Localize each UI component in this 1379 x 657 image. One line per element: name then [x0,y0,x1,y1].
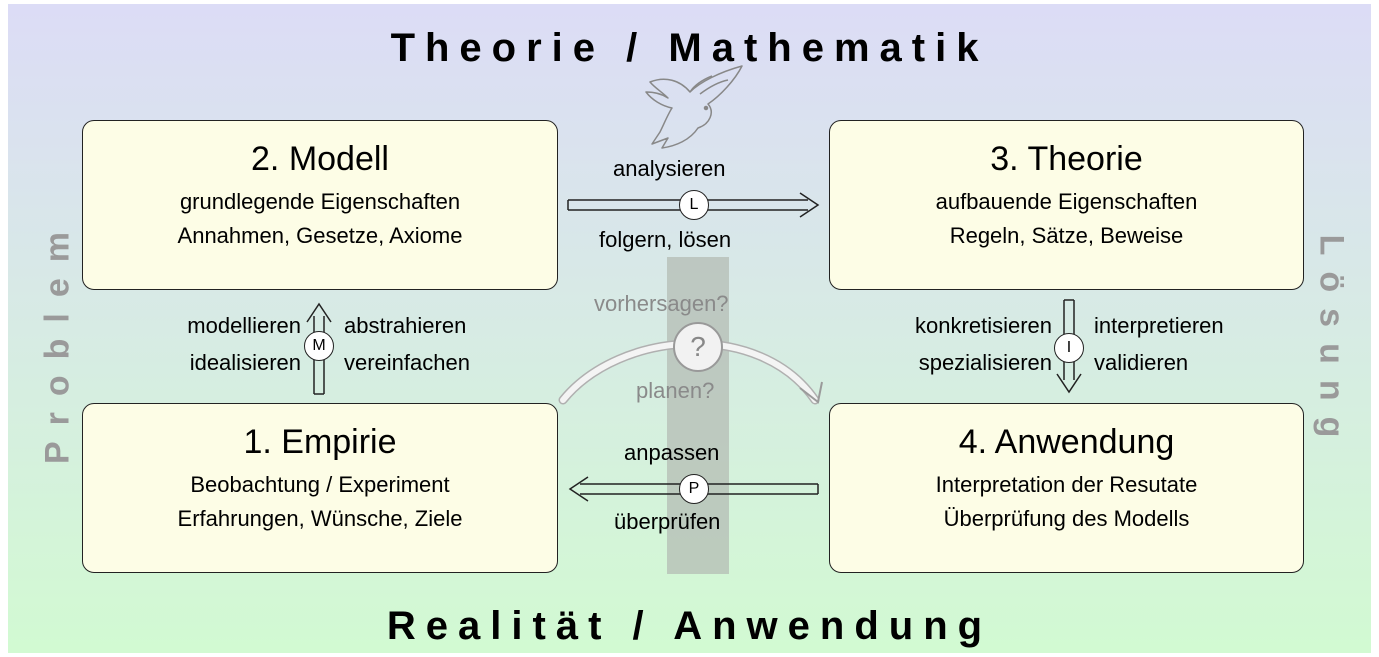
box-theorie-line1: aufbauende Eigenschaften [935,189,1198,214]
solution-label: Lösung [1312,234,1351,454]
box-anwendung: 4. Anwendung Interpretation der Resutate… [829,403,1304,573]
label-folgern: folgern, lösen [599,227,732,252]
box-theorie: 3. Theorie aufbauende Eigenschaften Rege… [829,120,1304,290]
box-modell-title: 2. Modell [251,140,389,178]
circle-p: P [679,474,709,504]
box-anwendung-title: 4. Anwendung [958,423,1175,461]
problem-label: Problem [38,215,77,465]
box-modell: 2. Modell grundlegende Eigenschaften Ann… [82,120,558,290]
box-empirie-line1: Beobachtung / Experiment [190,472,450,497]
theory-title: Theorie / Mathematik [390,26,989,70]
label-abstrahieren: abstrahieren [344,313,467,338]
circle-m: M [304,331,334,361]
vertical-band [667,257,729,574]
question-circle: ? [673,322,723,372]
label-ueberpruefen: überprüfen [614,509,721,534]
label-validieren: validieren [1094,350,1189,375]
dove-icon [645,65,743,149]
circle-i: I [1054,333,1084,363]
reality-title: Realität / Anwendung [386,604,993,648]
label-idealisieren: idealisieren [189,350,301,375]
box-anwendung-line2: Überprüfung des Modells [943,506,1190,531]
label-interpretieren: interpretieren [1094,313,1224,338]
box-empirie-title: 1. Empirie [243,423,397,461]
prediction-arrowhead [799,381,823,404]
label-analysieren: analysieren [613,156,726,181]
box-empirie: 1. Empirie Beobachtung / Experiment Erfa… [82,403,558,573]
box-modell-line2: Annahmen, Gesetze, Axiome [177,223,463,248]
label-modellieren: modellieren [187,313,301,338]
circle-l: L [679,190,709,220]
label-vereinfachen: vereinfachen [344,350,470,375]
box-modell-line1: grundlegende Eigenschaften [179,189,461,214]
box-anwendung-line1: Interpretation der Resutate [935,472,1198,497]
label-planen: planen? [636,378,715,403]
label-konkretisieren: konkretisieren [915,313,1052,338]
box-theorie-title: 3. Theorie [990,140,1143,178]
box-empirie-line2: Erfahrungen, Wünsche, Ziele [177,506,463,531]
box-theorie-line2: Regeln, Sätze, Beweise [949,223,1184,248]
label-anpassen: anpassen [624,440,720,465]
label-vorhersagen: vorhersagen? [594,291,729,316]
label-spezialisieren: spezialisieren [918,350,1052,375]
